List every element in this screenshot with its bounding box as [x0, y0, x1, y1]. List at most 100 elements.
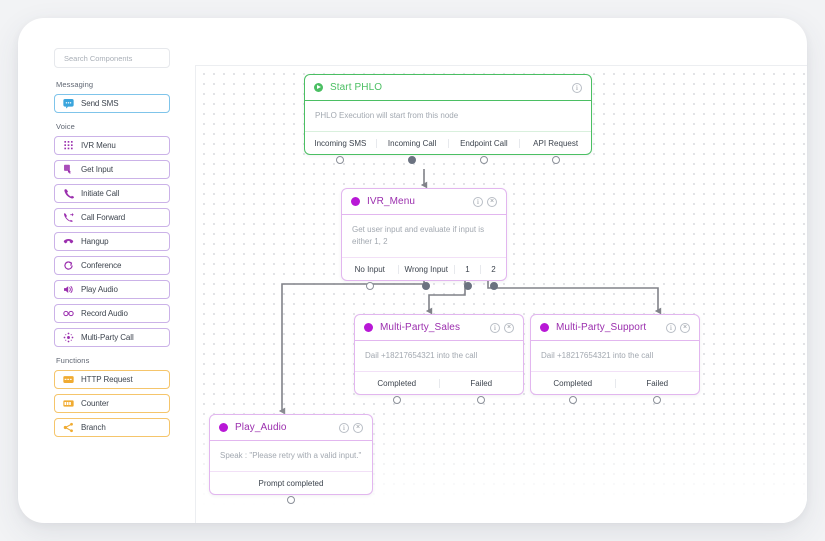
- node-title: Play_Audio: [235, 422, 287, 433]
- port-completed[interactable]: Completed: [531, 378, 615, 404]
- port-handle[interactable]: [287, 495, 295, 504]
- sidebar-item-ivr-menu[interactable]: IVR Menu: [54, 136, 170, 155]
- port-prompt-completed[interactable]: Prompt completed: [210, 479, 372, 504]
- port-label: Completed: [553, 378, 593, 388]
- port-incoming-sms[interactable]: Incoming SMS: [305, 139, 376, 164]
- node-header: Play_Audio i ×: [210, 415, 372, 441]
- sidebar-item-initiate-call[interactable]: Initiate Call: [54, 184, 170, 203]
- port-api-request[interactable]: API Request: [519, 138, 591, 164]
- sidebar-item-label: Get Input: [81, 165, 114, 174]
- port-handle[interactable]: [568, 395, 577, 404]
- node-header-buttons: i ×: [490, 322, 514, 333]
- port-failed[interactable]: Failed: [614, 378, 700, 404]
- node-play-audio[interactable]: Play_Audio i × Speak : "Please retry wit…: [209, 414, 373, 504]
- node-ports: Incoming SMS Incoming Call Endpoint Call…: [305, 132, 591, 164]
- port-handle[interactable]: [477, 395, 486, 404]
- sidebar-item-label: Hangup: [81, 237, 109, 246]
- info-icon[interactable]: i: [666, 322, 676, 333]
- flow-canvas[interactable]: Start PHLO i PHLO Execution will start f…: [195, 65, 807, 523]
- speaker-icon: [64, 285, 73, 294]
- sidebar-item-label: Multi-Party Call: [81, 333, 134, 342]
- branch-icon: [63, 422, 73, 433]
- port-label: Failed: [470, 378, 493, 388]
- port-wrong-input[interactable]: Wrong Input: [397, 264, 455, 290]
- port-handle[interactable]: [392, 395, 401, 404]
- sidebar-item-label: HTTP Request: [81, 375, 133, 384]
- close-icon[interactable]: ×: [487, 196, 497, 207]
- port-handle[interactable]: [422, 281, 431, 290]
- port-label: Wrong Input: [404, 264, 448, 274]
- close-icon[interactable]: ×: [504, 322, 514, 333]
- edge-two-to-multi-party-support: [487, 276, 662, 315]
- play-icon: [314, 83, 323, 92]
- node-status-dot-icon: [540, 323, 549, 332]
- port-option-1[interactable]: 1: [454, 264, 480, 290]
- sms-icon: [63, 99, 74, 109]
- node-header: IVR_Menu i ×: [342, 189, 506, 215]
- port-incoming-call[interactable]: Incoming Call: [375, 138, 448, 164]
- sidebar-item-label: Play Audio: [81, 285, 118, 294]
- sidebar-item-label: Initiate Call: [81, 189, 120, 198]
- port-option-2[interactable]: 2: [480, 264, 506, 290]
- port-no-input[interactable]: No Input: [342, 264, 398, 290]
- component-list-messaging: Send SMS: [54, 94, 180, 113]
- sidebar-item-get-input[interactable]: Get Input: [54, 160, 170, 179]
- search-components-field[interactable]: [54, 48, 170, 68]
- port-handle[interactable]: [653, 395, 662, 404]
- node-header-buttons: i: [572, 82, 582, 93]
- node-header: Multi-Party_Sales i ×: [355, 315, 523, 341]
- node-status-dot-icon: [351, 197, 360, 206]
- sidebar-item-send-sms[interactable]: Send SMS: [54, 94, 170, 113]
- info-icon[interactable]: i: [339, 422, 349, 433]
- close-icon[interactable]: ×: [680, 322, 690, 333]
- sidebar-item-counter[interactable]: Counter: [54, 394, 170, 413]
- sidebar-item-play-audio[interactable]: Play Audio: [54, 280, 170, 299]
- port-handle[interactable]: [365, 281, 374, 290]
- node-start-phlo[interactable]: Start PHLO i PHLO Execution will start f…: [304, 74, 592, 164]
- sidebar-item-label: Branch: [81, 423, 106, 432]
- http-request-icon: [63, 376, 74, 383]
- sidebar-item-label: Send SMS: [81, 99, 119, 108]
- node-header-buttons: i ×: [473, 196, 497, 207]
- group-label-messaging: Messaging: [56, 80, 94, 89]
- info-icon[interactable]: i: [490, 322, 500, 333]
- search-input[interactable]: [62, 52, 162, 64]
- info-icon[interactable]: i: [473, 196, 483, 207]
- sidebar-item-conference[interactable]: Conference: [54, 256, 170, 275]
- edge-one-to-multi-party-sales: [425, 276, 466, 315]
- port-endpoint-call[interactable]: Endpoint Call: [447, 138, 520, 164]
- port-failed[interactable]: Failed: [438, 378, 524, 404]
- node-status-dot-icon: [364, 323, 373, 332]
- close-icon[interactable]: ×: [353, 422, 363, 433]
- component-list-functions: HTTP Request Counter Branch: [54, 370, 180, 437]
- sidebar-item-multi-party-call[interactable]: Multi-Party Call: [54, 328, 170, 347]
- port-handle[interactable]: [489, 281, 498, 290]
- port-label: No Input: [354, 264, 385, 274]
- port-handle[interactable]: [408, 155, 417, 164]
- node-description: Speak : "Please retry with a valid input…: [210, 441, 372, 472]
- sidebar-item-label: Counter: [81, 399, 109, 408]
- conference-icon: [64, 261, 73, 270]
- node-description: Get user input and evaluate if input is …: [342, 215, 506, 258]
- node-multi-party-support[interactable]: Multi-Party_Support i × Dail +1821765432…: [530, 314, 700, 404]
- sidebar-item-call-forward[interactable]: Call Forward: [54, 208, 170, 227]
- port-handle[interactable]: [479, 155, 488, 164]
- keypad-icon: [64, 141, 73, 150]
- port-handle[interactable]: [336, 155, 345, 164]
- node-ivr-menu[interactable]: IVR_Menu i × Get user input and evaluate…: [341, 188, 507, 290]
- port-completed[interactable]: Completed: [355, 379, 439, 404]
- sidebar-item-hangup[interactable]: Hangup: [54, 232, 170, 251]
- port-label: Endpoint Call: [460, 138, 508, 148]
- port-handle[interactable]: [463, 281, 472, 290]
- node-ports: Completed Failed: [355, 372, 524, 404]
- sidebar-item-label: Conference: [81, 261, 122, 270]
- node-multi-party-sales[interactable]: Multi-Party_Sales i × Dail +18217654321 …: [354, 314, 524, 404]
- info-icon[interactable]: i: [572, 82, 582, 93]
- port-handle[interactable]: [551, 155, 560, 164]
- sidebar-item-http-request[interactable]: HTTP Request: [54, 370, 170, 389]
- node-ports: Prompt completed: [210, 472, 372, 504]
- sidebar-item-record-audio[interactable]: Record Audio: [54, 304, 170, 323]
- sidebar-item-branch[interactable]: Branch: [54, 418, 170, 437]
- node-title: Start PHLO: [330, 82, 383, 93]
- multi-party-icon: [63, 332, 74, 343]
